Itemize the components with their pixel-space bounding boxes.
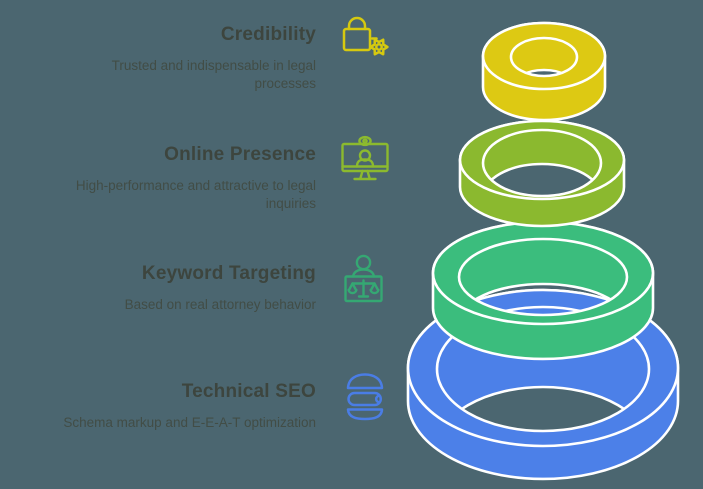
- feature-title: Keyword Targeting: [141, 263, 316, 284]
- lock-gear-icon: [340, 14, 390, 64]
- feature-description: Trusted and indispensable in legal proce…: [111, 58, 316, 91]
- ring-pyramid: [406, 21, 680, 481]
- feature-row-online-presence: Online Presence High-performance and att…: [28, 132, 390, 213]
- feature-row-credibility: Credibility Trusted and indispensable in…: [28, 12, 390, 93]
- feature-text: Online Presence High-performance and att…: [28, 132, 316, 213]
- monitor-person-icon: [340, 134, 390, 184]
- feature-row-keyword-targeting: Keyword Targeting Based on real attorney…: [28, 251, 390, 314]
- ring-level-3: [431, 220, 655, 361]
- feature-text: Keyword Targeting Based on real attorney…: [28, 251, 316, 314]
- seo-stack-icon: [340, 371, 390, 421]
- feature-title: Online Presence: [164, 144, 316, 165]
- feature-row-technical-seo: Technical SEO Schema markup and E-E-A-T …: [28, 369, 390, 432]
- ring-level-2: [458, 119, 626, 228]
- feature-text: Credibility Trusted and indispensable in…: [28, 12, 316, 93]
- feature-description: Based on real attorney behavior: [124, 297, 316, 312]
- feature-title: Credibility: [220, 24, 316, 45]
- feature-description: Schema markup and E-E-A-T optimization: [63, 415, 316, 430]
- feature-title: Technical SEO: [181, 381, 316, 402]
- feature-description: High-performance and attractive to legal…: [75, 178, 316, 211]
- attorney-scales-icon: [340, 253, 390, 303]
- ring-level-1: [481, 21, 607, 122]
- feature-text: Technical SEO Schema markup and E-E-A-T …: [28, 369, 316, 432]
